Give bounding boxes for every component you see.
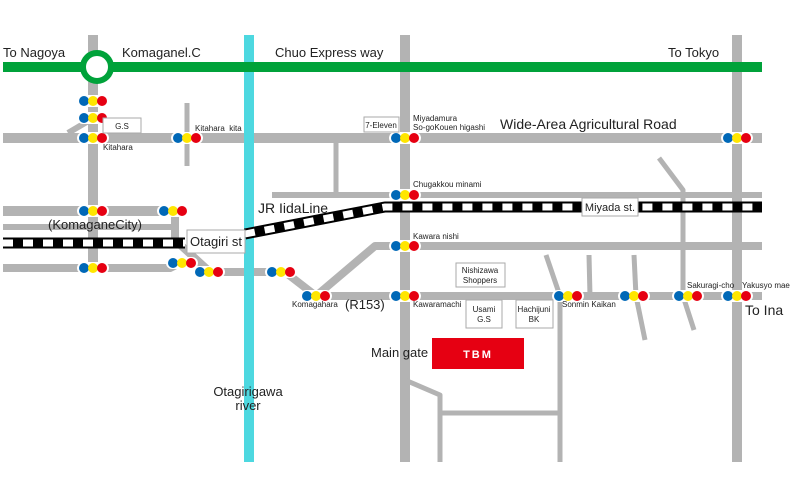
yakusyo-label: Yakusyo mae: [742, 281, 790, 290]
gs-box: [102, 117, 142, 134]
kawara-nishi-label: Kawara nishi: [413, 232, 459, 241]
miyadamura-label-2: So-goKouen higashi: [413, 123, 485, 132]
traffic-signal-icon: [300, 290, 332, 302]
komagahara-label: Komagahara: [292, 300, 338, 309]
kawaramachi-label: Kawaramachi: [413, 300, 462, 309]
usami-label: Usami: [473, 305, 496, 314]
main-gate-label: Main gate: [371, 345, 428, 360]
to-nagoya-label: To Nagoya: [3, 45, 66, 60]
miyadamura-label: Miyadamura: [413, 114, 458, 123]
interchange-icon: [80, 50, 114, 84]
agricultural-road-label: Wide-Area Agricultural Road: [500, 116, 677, 132]
komagane-city-label: (KomaganeCity): [48, 217, 142, 232]
traffic-signal-icon: [389, 240, 421, 252]
traffic-signal-icon: [672, 290, 704, 302]
usami-label-2: G.S: [477, 315, 491, 324]
road-minor-2: [586, 254, 593, 297]
seven-eleven-label: 7-Eleven: [365, 121, 397, 130]
road-sonmin: [543, 254, 563, 462]
otagirigawa-river: [244, 35, 254, 462]
hachijuni-label-2: BK: [529, 315, 540, 324]
traffic-signal-icon: [389, 290, 421, 302]
tbm-building: [432, 338, 524, 369]
traffic-signal-icon: [77, 205, 109, 217]
road-factory-west: [404, 377, 443, 462]
traffic-signal-icon: [721, 132, 753, 144]
traffic-signal-icon: [77, 132, 109, 144]
seven-eleven-box: [363, 116, 400, 133]
traffic-signal-icon: [77, 112, 109, 124]
nishizawa-box: [455, 262, 506, 288]
sonmin-label: Sonmin Kaikan: [562, 300, 616, 309]
hachijuni-box: [515, 299, 554, 329]
traffic-signal-icon: [77, 262, 109, 274]
tbm-label: TBM: [463, 349, 493, 361]
gs-label: G.S: [115, 122, 129, 131]
kitahara-kita-label: Kitahara kita: [195, 124, 242, 133]
r153-label: (R153): [345, 297, 385, 312]
traffic-signal-icon: [265, 266, 297, 278]
nishizawa-label-2: Shoppers: [463, 276, 497, 285]
expressway-label: Chuo Express way: [275, 45, 384, 60]
to-ina-label: To Ina: [745, 302, 783, 318]
chugakkou-label: Chugakkou minami: [413, 180, 482, 189]
traffic-signal-icon: [389, 189, 421, 201]
interchange-label: Komaganel.C: [122, 45, 201, 60]
otagiri-station-label: Otagiri st: [190, 234, 242, 249]
traffic-signal-icon: [193, 266, 225, 278]
chuo-expressway: [3, 62, 762, 72]
river-label-2: river: [235, 398, 261, 413]
road-kawara-nishi: [313, 242, 762, 300]
traffic-signal-icon: [166, 257, 198, 269]
to-tokyo-label: To Tokyo: [668, 45, 719, 60]
otagiri-station-box: [186, 229, 246, 254]
traffic-signal-icon: [389, 132, 421, 144]
kitahara-label: Kitahara: [103, 143, 133, 152]
jr-line-label: JR IidaLine: [258, 200, 328, 216]
traffic-signal-icon: [171, 132, 203, 144]
traffic-signal-icon: [77, 95, 109, 107]
nishizawa-label: Nishizawa: [462, 266, 499, 275]
river-label: Otagirigawa: [213, 384, 283, 399]
traffic-signal-icon: [721, 290, 753, 302]
miyada-station-box: [581, 197, 639, 217]
traffic-signal-icon: [157, 205, 189, 217]
hachijuni-label: Hachijuni: [518, 305, 551, 314]
traffic-signal-icon: [552, 290, 584, 302]
sakuragi-label: Sakuragi-cho: [687, 281, 735, 290]
traffic-signals: [77, 95, 753, 302]
usami-gs-box: [465, 299, 503, 329]
traffic-signal-icon: [618, 290, 650, 302]
road-sakuragi: [657, 156, 697, 331]
miyada-station-label: Miyada st.: [585, 202, 635, 214]
